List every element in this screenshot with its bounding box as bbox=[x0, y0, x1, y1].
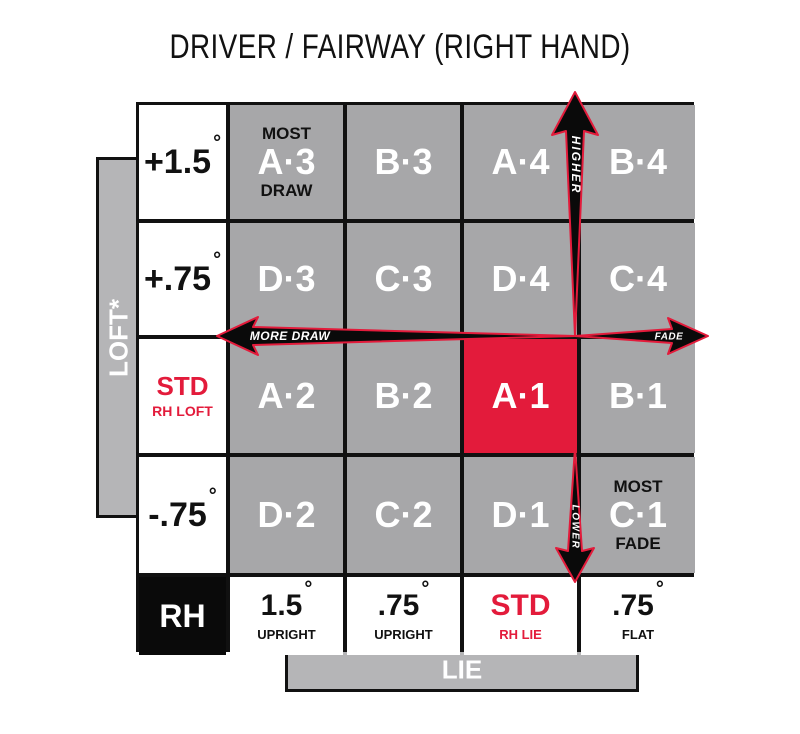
setting-cell[interactable]: B·1 bbox=[581, 339, 695, 453]
setting-code: B·2 bbox=[374, 375, 433, 416]
hand-label: RH bbox=[159, 597, 206, 634]
hand-corner: RH bbox=[139, 577, 226, 655]
page-title: DRIVER / FAIRWAY (RIGHT HAND) bbox=[169, 28, 631, 66]
loft-axis-label: LOFT* bbox=[103, 298, 134, 377]
setting-code: A·3 bbox=[257, 141, 316, 182]
loft-value: -.75 bbox=[148, 496, 207, 534]
setting-cell[interactable]: A·4 bbox=[464, 105, 577, 219]
setting-code: A·4 bbox=[491, 141, 550, 182]
lie-sub-label: RH LIE bbox=[499, 626, 542, 642]
setting-code: B·3 bbox=[374, 141, 433, 182]
loft-value: STD bbox=[156, 371, 209, 401]
lie-axis-label: LIE bbox=[441, 654, 483, 685]
setting-code: A·1 bbox=[491, 375, 550, 416]
setting-code: A·2 bbox=[257, 375, 316, 416]
setting-code: D·3 bbox=[257, 258, 316, 299]
cell-note-bottom: FADE bbox=[615, 534, 661, 553]
degree-symbol: ° bbox=[304, 577, 313, 600]
degree-symbol: ° bbox=[213, 132, 222, 154]
lie-sub-label: UPRIGHT bbox=[374, 626, 433, 642]
setting-cell[interactable]: B·2 bbox=[347, 339, 460, 453]
lie-value: 1.5 bbox=[260, 588, 303, 622]
lie-value: STD bbox=[490, 588, 551, 622]
lie-value: .75 bbox=[377, 588, 420, 622]
setting-cell[interactable]: D·3 bbox=[230, 223, 343, 335]
setting-code: D·1 bbox=[491, 494, 550, 535]
setting-cell[interactable]: D·2 bbox=[230, 457, 343, 573]
lie-column-label: .75° UPRIGHT bbox=[347, 577, 460, 655]
setting-cell[interactable]: A·2 bbox=[230, 339, 343, 453]
setting-code: C·3 bbox=[374, 258, 433, 299]
lie-column-label: 1.5° UPRIGHT bbox=[230, 577, 343, 655]
setting-code: D·2 bbox=[257, 494, 316, 535]
setting-cell[interactable]: B·4 bbox=[581, 105, 695, 219]
lie-value: .75 bbox=[612, 588, 654, 622]
setting-cell[interactable]: MOST C·1 FADE bbox=[581, 457, 695, 573]
loft-value: +1.5 bbox=[143, 143, 212, 181]
loft-row-label: STD RH LOFT bbox=[139, 339, 226, 453]
loft-value: +.75 bbox=[143, 260, 212, 298]
setting-cell[interactable]: C·4 bbox=[581, 223, 695, 335]
lie-column-label: STD RH LIE bbox=[464, 577, 577, 655]
setting-code: C·4 bbox=[608, 258, 667, 299]
setting-code: C·2 bbox=[374, 494, 433, 535]
lie-sub-label: UPRIGHT bbox=[257, 626, 316, 642]
degree-symbol: ° bbox=[655, 577, 664, 600]
setting-code: B·1 bbox=[608, 375, 667, 416]
setting-cell[interactable]: C·3 bbox=[347, 223, 460, 335]
degree-symbol: ° bbox=[213, 249, 222, 271]
loft-row-label: +1.5° bbox=[139, 105, 226, 219]
setting-code: C·1 bbox=[608, 494, 667, 535]
degree-symbol: ° bbox=[421, 577, 430, 600]
setting-cell[interactable]: MOST A·3 DRAW bbox=[230, 105, 343, 219]
setting-code: D·4 bbox=[491, 258, 550, 299]
lie-axis-bar: LIE bbox=[285, 648, 639, 692]
lie-column-label: .75° FLAT bbox=[581, 577, 695, 655]
loft-sub-label: RH LOFT bbox=[152, 403, 213, 419]
loft-row-label: -.75° bbox=[139, 457, 226, 573]
setting-code: B·4 bbox=[608, 141, 667, 182]
setting-cell[interactable]: B·3 bbox=[347, 105, 460, 219]
settings-grid: +1.5° MOST A·3 DRAW B·3 A·4 B·4 +.75° D·… bbox=[136, 102, 695, 655]
setting-cell-standard[interactable]: A·1 bbox=[464, 339, 577, 453]
degree-symbol: ° bbox=[208, 485, 217, 507]
setting-cell[interactable]: D·1 bbox=[464, 457, 577, 573]
setting-cell[interactable]: C·2 bbox=[347, 457, 460, 573]
lie-sub-label: FLAT bbox=[621, 626, 655, 642]
cell-note-top: MOST bbox=[613, 476, 663, 496]
cell-note-top: MOST bbox=[261, 123, 312, 143]
setting-cell[interactable]: D·4 bbox=[464, 223, 577, 335]
cell-note-bottom: DRAW bbox=[260, 181, 313, 200]
loft-row-label: +.75° bbox=[139, 223, 226, 335]
